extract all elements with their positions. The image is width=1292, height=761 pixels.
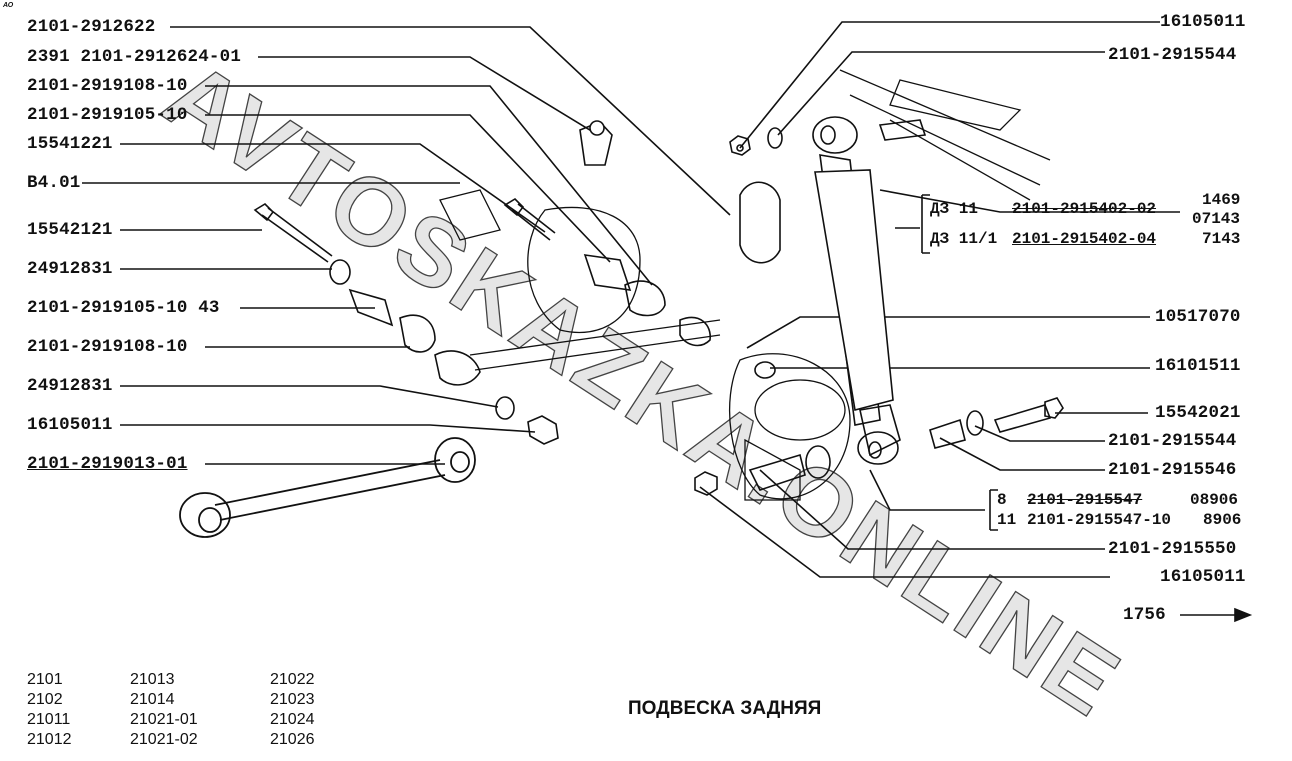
variant-code: 8906 — [1203, 511, 1242, 529]
callout-label: 2101-2915550 — [1108, 539, 1237, 559]
callout-label: В4.01 — [27, 173, 81, 193]
control-arm — [179, 437, 476, 538]
model-code: 21026 — [270, 731, 315, 748]
callout-label: 16101511 — [1155, 356, 1241, 376]
variant-code: 07143 — [1192, 210, 1241, 228]
model-code: 21023 — [270, 691, 315, 708]
model-code: 21022 — [270, 671, 315, 688]
variant-code: 7143 — [1202, 230, 1241, 248]
model-code: 21013 — [130, 671, 175, 688]
variant-code: 1469 — [1202, 191, 1241, 209]
callout-label: 2101-2912622 — [27, 17, 156, 37]
callout-label: 24912831 — [27, 259, 113, 279]
leader-lines-right — [699, 21, 1253, 623]
model-code: 21021-02 — [130, 731, 198, 748]
model-code: 21021-01 — [130, 711, 198, 728]
variant-part: 2101-2915547-10 — [1027, 511, 1172, 529]
variant-size: 8 — [997, 491, 1007, 509]
variant-type: ДЗ 11 — [930, 200, 979, 218]
callout-label: 2101-2919013-01 — [27, 454, 188, 474]
callout-label: 2101-2915544 — [1108, 45, 1237, 65]
callout-label: 2101-2915546 — [1108, 460, 1237, 480]
callout-label: 2391 2101-2912624-01 — [27, 47, 242, 67]
callout-label: 2101-2919108-10 — [27, 337, 188, 357]
callout-label: 24912831 — [27, 376, 113, 396]
callout-label: 15542121 — [27, 220, 113, 240]
model-code: 21012 — [27, 731, 72, 748]
variant-part: 2101-2915402-02 — [1012, 200, 1157, 218]
model-code: 2102 — [27, 691, 63, 708]
callout-label: 16105011 — [27, 415, 113, 435]
model-code: 21024 — [270, 711, 315, 728]
callout-label: 2101-2919105-10 — [27, 105, 188, 125]
variant-part: 2101-2915547 — [1027, 491, 1143, 509]
callout-label: 2101-2915544 — [1108, 431, 1237, 451]
callout-label: 15542021 — [1155, 403, 1241, 423]
model-code: 21014 — [130, 691, 175, 708]
callout-label: 16105011 — [1160, 567, 1246, 587]
callout-label: 16105011 — [1160, 12, 1246, 32]
variant-size: 11 — [997, 511, 1017, 529]
arrow-label: 1756 — [1123, 605, 1166, 625]
callout-label: 2101-2919105-10 43 — [27, 298, 220, 318]
model-code: 21011 — [27, 711, 71, 728]
callout-label: 10517070 — [1155, 307, 1241, 327]
fasteners — [253, 120, 1064, 496]
callout-label: 2101-2919108-10 — [27, 76, 188, 96]
model-code: 2101 — [27, 671, 63, 688]
variant-type: ДЗ 11/1 — [930, 230, 998, 248]
axle-housing — [439, 69, 1051, 501]
variant-code: 08906 — [1190, 491, 1239, 509]
callout-label: 15541221 — [27, 134, 113, 154]
corner-mark: АО — [3, 2, 14, 9]
shock-absorber — [812, 116, 927, 465]
diagram-title: ПОДВЕСКА ЗАДНЯЯ — [628, 698, 822, 719]
variant-part: 2101-2915402-04 — [1012, 230, 1157, 248]
leader-lines-left — [82, 26, 731, 465]
